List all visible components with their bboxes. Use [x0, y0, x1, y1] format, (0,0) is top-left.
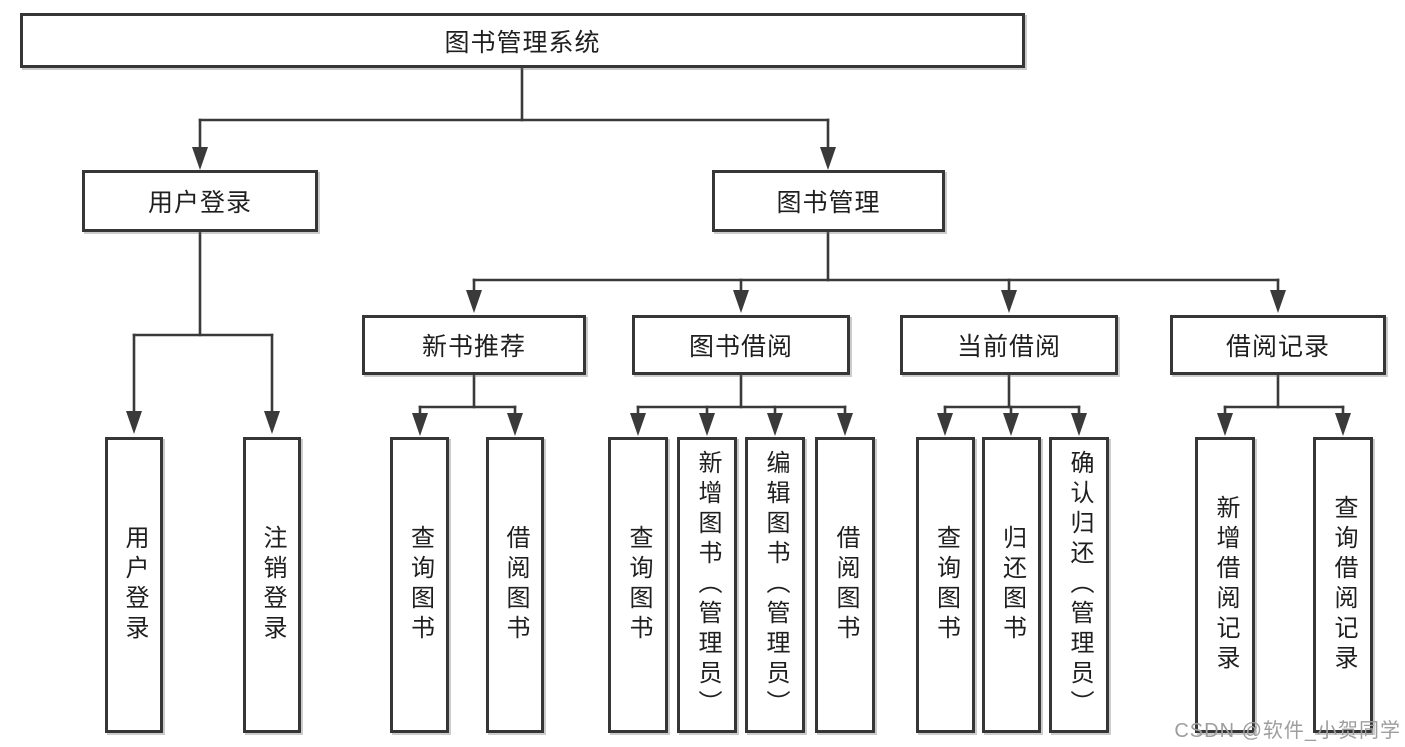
- connector-user-login-to-leaves: [126, 232, 280, 434]
- leaf-current-confirm-return-admin: 确认归还（管理员）: [1049, 437, 1109, 733]
- node-root: 图书管理系统: [20, 13, 1025, 68]
- connector-root-to-level2: [192, 68, 836, 170]
- leaf-current-return-book: 归还图书: [982, 437, 1041, 733]
- connector-new-book-to-leaves: [412, 375, 523, 436]
- connector-borrowing-records-to-leaves: [1217, 375, 1351, 436]
- leaf-records-query-record: 查询借阅记录: [1313, 437, 1373, 733]
- leaf-current-query-book: 查询图书: [916, 437, 975, 733]
- node-borrowing-records: 借阅记录: [1170, 315, 1386, 375]
- connector-current-borrowing-to-leaves: [937, 375, 1087, 436]
- leaf-borrow-query-book: 查询图书: [608, 437, 668, 733]
- node-user-login: 用户登录: [82, 170, 318, 232]
- watermark: CSDN @软件_小贺同学: [1174, 720, 1401, 742]
- node-book-management: 图书管理: [712, 170, 945, 232]
- leaf-borrow-borrow-book: 借阅图书: [815, 437, 875, 733]
- leaf-recommend-query-book: 查询图书: [390, 437, 449, 733]
- connector-book-management-to-level3: [466, 232, 1286, 313]
- leaf-logout: 注销登录: [243, 437, 301, 733]
- leaf-borrow-edit-book-admin: 编辑图书（管理员）: [745, 437, 805, 733]
- connector-book-borrowing-to-leaves: [630, 375, 853, 436]
- node-book-borrowing: 图书借阅: [632, 315, 850, 375]
- node-current-borrowing: 当前借阅: [900, 315, 1118, 375]
- leaf-recommend-borrow-book: 借阅图书: [486, 437, 544, 733]
- leaf-user-login: 用户登录: [105, 437, 163, 733]
- leaf-records-add-record: 新增借阅记录: [1195, 437, 1255, 733]
- leaf-borrow-add-book-admin: 新增图书（管理员）: [677, 437, 737, 733]
- node-new-book-recommendation: 新书推荐: [362, 315, 586, 375]
